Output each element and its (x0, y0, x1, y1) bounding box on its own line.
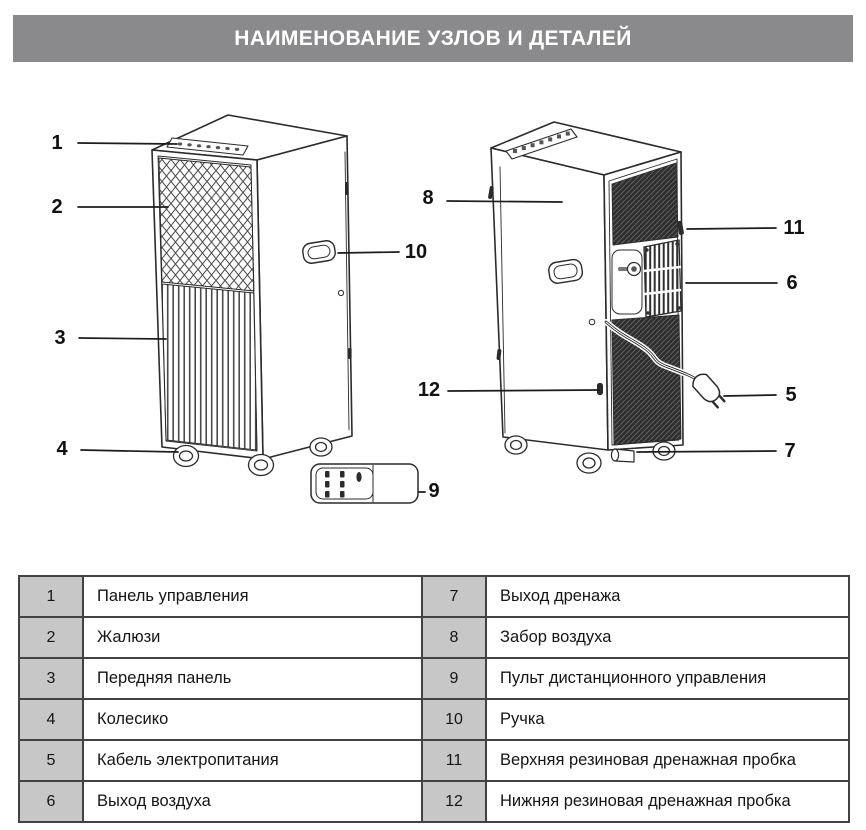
callout-1: 1 (51, 132, 63, 154)
callout-10: 10 (404, 241, 428, 263)
part-number-cell: 5 (18, 739, 84, 782)
part-number-cell: 2 (18, 616, 84, 659)
callout-11: 11 (783, 217, 805, 239)
table-row: 1 Панель управления 7 Выход дренажа (18, 575, 850, 618)
table-row: 2 Жалюзи 8 Забор воздуха (18, 616, 850, 659)
remote-buttons (325, 471, 362, 498)
part-name-cell: Колесико (82, 698, 423, 741)
remote-control-drawing (310, 463, 419, 504)
callout-4: 4 (56, 438, 68, 460)
table-row: 5 Кабель электропитания 11 Верхняя резин… (18, 739, 850, 782)
part-number-cell: 3 (18, 657, 84, 700)
callout-8: 8 (422, 187, 434, 209)
front-view-drawing (151, 114, 353, 477)
callout-9: 9 (428, 480, 440, 502)
part-number-cell: 10 (421, 698, 487, 741)
part-name-cell: Выход воздуха (82, 780, 423, 823)
part-name-cell: Ручка (485, 698, 850, 741)
part-number-cell: 8 (421, 616, 487, 659)
drain-spout (610, 448, 635, 463)
power-cord (603, 319, 704, 385)
part-name-cell: Кабель электропитания (82, 739, 423, 782)
part-number-cell: 1 (18, 575, 84, 618)
power-plug (692, 373, 726, 409)
part-name-cell: Панель управления (82, 575, 423, 618)
part-number-cell: 11 (421, 739, 487, 782)
leader-lines (77, 142, 778, 493)
part-number-cell: 4 (18, 698, 84, 741)
callout-7: 7 (784, 440, 796, 462)
control-panel-buttons (177, 142, 240, 151)
part-name-cell: Верхняя резиновая дренажная пробка (485, 739, 850, 782)
callout-5: 5 (785, 384, 797, 406)
rear-top-buttons (513, 131, 570, 153)
part-name-cell: Забор воздуха (485, 616, 850, 659)
front-casters (172, 437, 333, 477)
part-name-cell: Передняя панель (82, 657, 423, 700)
rear-side-handle (548, 258, 584, 284)
part-number-cell: 9 (421, 657, 487, 700)
part-name-cell: Жалюзи (82, 616, 423, 659)
table-row: 3 Передняя панель 9 Пульт дистанционного… (18, 657, 850, 700)
air-outlet-vent (642, 239, 682, 318)
callout-6: 6 (786, 272, 798, 294)
table-row: 6 Выход воздуха 12 Нижняя резиновая дрен… (18, 780, 850, 823)
part-number-cell: 7 (421, 575, 487, 618)
section-title: НАИМЕНОВАНИЕ УЗЛОВ И ДЕТАЛЕЙ (234, 26, 632, 50)
rear-view-drawing (488, 121, 726, 474)
callout-2: 2 (51, 196, 63, 218)
parts-table: 1 Панель управления 7 Выход дренажа 2 Жа… (18, 575, 850, 823)
part-name-cell: Выход дренажа (485, 575, 850, 618)
part-name-cell: Нижняя резиновая дренажная пробка (485, 780, 850, 823)
part-number-cell: 6 (18, 780, 84, 823)
part-number-cell: 12 (421, 780, 487, 823)
callout-12: 12 (417, 379, 441, 401)
section-header: НАИМЕНОВАНИЕ УЗЛОВ И ДЕТАЛЕЙ (13, 15, 853, 62)
front-handle (302, 240, 336, 264)
table-row: 4 Колесико 10 Ручка (18, 698, 850, 741)
callout-3: 3 (54, 327, 66, 349)
part-name-cell: Пульт дистанционного управления (485, 657, 850, 700)
